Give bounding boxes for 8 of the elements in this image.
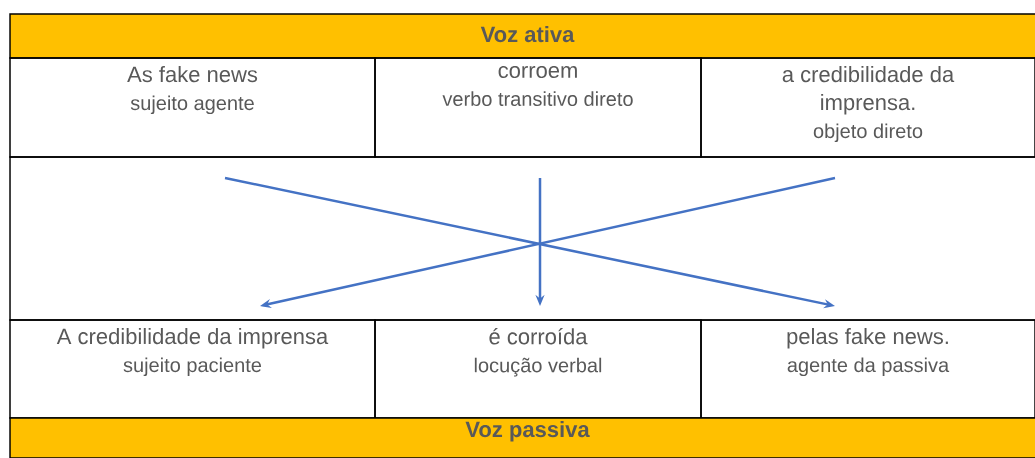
table-cell: As fake news sujeito agente	[9, 57, 376, 158]
table-cell: corroem verbo transitivo direto	[374, 57, 702, 158]
table-cell: A credibilidade da imprensa sujeito paciente	[9, 319, 376, 419]
table-cell: pelas fake news. agente da passiva	[700, 319, 1035, 419]
table-cell: é corroída locução verbal	[374, 319, 702, 419]
header-band: Voz ativa	[9, 13, 1035, 59]
header-band: Voz passiva	[9, 417, 1035, 458]
table-cell: a credibilidade da imprensa. objeto direto	[700, 57, 1035, 158]
